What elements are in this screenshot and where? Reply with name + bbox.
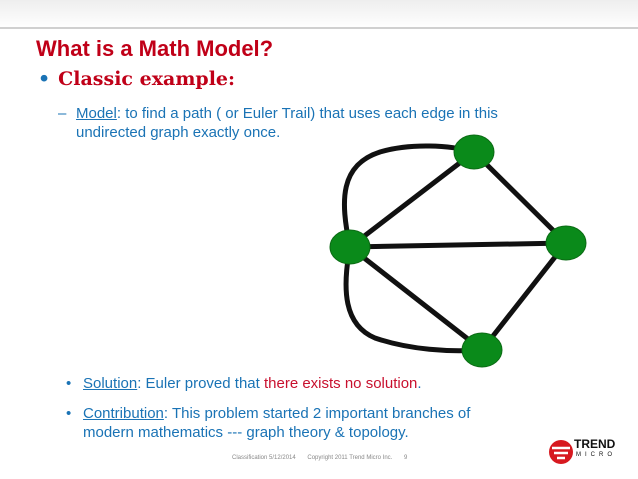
graph-node-right: [545, 225, 587, 261]
bullet-contribution: • Contribution: This problem started 2 im…: [66, 404, 470, 442]
bullet-dot: •: [66, 375, 72, 392]
trend-micro-logo: TREND MICRO: [548, 437, 638, 467]
model-label: Model: [76, 105, 117, 122]
logo-subtext: MICRO: [576, 452, 616, 458]
bullet-classic-text: Classic example:: [58, 68, 236, 90]
graph-edge-curve-top: [341, 143, 477, 250]
bullet-solution: • Solution: Euler proved that there exist…: [66, 374, 422, 393]
contribution-text-line2: modern mathematics --- graph theory & to…: [83, 424, 409, 441]
contribution-text-line1: : This problem started 2 important branc…: [163, 405, 471, 422]
graph-node-left: [329, 229, 371, 265]
graph-edge-right-bottom: [479, 240, 569, 353]
graph-edge-left-right: [347, 240, 569, 250]
footer-classification: Classification 5/12/2014: [232, 455, 296, 461]
bullet-dot: •: [66, 405, 72, 422]
solution-highlight: there exists no solution: [263, 375, 418, 392]
graph-node-top: [453, 134, 495, 170]
slide-footer: Classification 5/12/2014 Copyright 2011 …: [232, 455, 417, 461]
graph-edge-left-bottom: [347, 244, 485, 353]
slide-header-bar: [0, 0, 638, 28]
solution-end: .: [417, 375, 422, 392]
graph-edge-left-top: [347, 149, 477, 250]
solution-text: : Euler proved that: [137, 375, 264, 392]
graph-edge-top-right: [471, 149, 569, 246]
bullet-dot: •: [38, 68, 51, 90]
bullet-classic-example: • Classic example:: [38, 68, 235, 90]
footer-page-number: 9: [404, 455, 408, 461]
logo-text: TREND: [574, 437, 616, 451]
solution-label: Solution: [83, 375, 138, 392]
trend-logo-icon: [549, 440, 573, 464]
model-text-line1: : to find a path ( or Euler Trail) that …: [116, 105, 498, 122]
model-text-line2: undirected graph exactly once.: [76, 124, 281, 141]
contribution-label: Contribution: [83, 405, 164, 422]
model-description: –Model: to find a path ( or Euler Trail)…: [58, 104, 598, 142]
graph-node-bottom: [461, 332, 503, 368]
graph-edge-curve-bottom: [343, 244, 483, 354]
slide-title: What is a Math Model?: [36, 36, 274, 61]
header-divider: [0, 27, 638, 29]
dash-marker: –: [58, 105, 67, 122]
footer-copyright: Copyright 2011 Trend Micro Inc.: [307, 455, 393, 461]
